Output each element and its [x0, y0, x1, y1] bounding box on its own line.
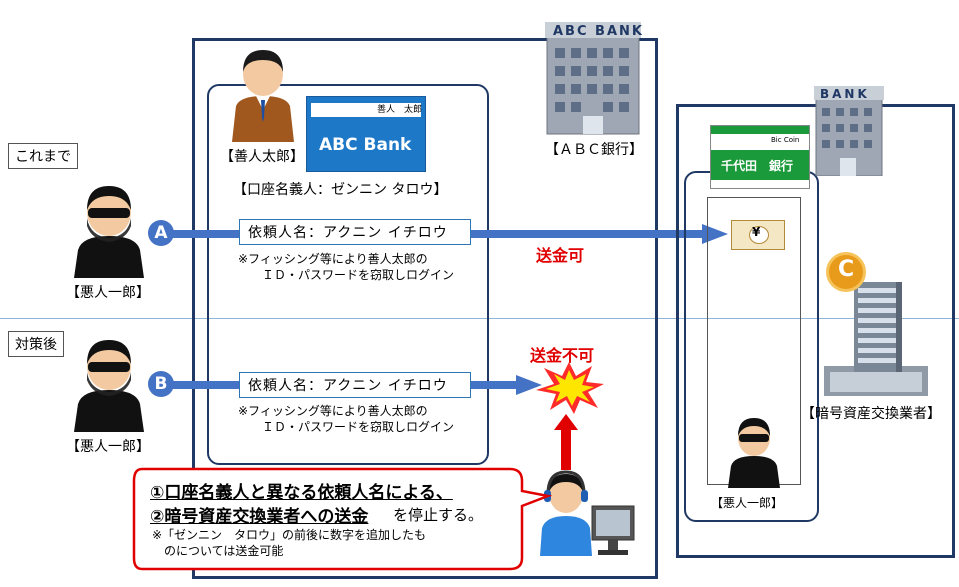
abc-bank-building-icon [545, 18, 641, 136]
route-b-marker: B [148, 371, 174, 397]
section-divider [0, 318, 959, 319]
callout-line2-emphasis: ②暗号資産交換業者への送金 [150, 507, 369, 527]
phishing-note-a-line2: ＩＤ・パスワードを窃取しログイン [262, 268, 455, 282]
callout-note-line1: ※「ゼンニン タロウ」の前後に数字を追加したも [152, 528, 427, 542]
villain-bottom-icon [72, 334, 146, 432]
chiyoda-bank-card: Bic Coin 千代田 銀行 [710, 125, 810, 189]
villain-exchanger-caption: 【悪人一郎】 [711, 496, 784, 510]
callout-line1: ①口座名義人と異なる依頼人名による、 [150, 483, 453, 503]
abc-bank-sign: ABC BANK [553, 24, 644, 39]
abc-bank-caption: 【ＡＢＣ銀行】 [545, 142, 643, 158]
villain-top-caption: 【悪人一郎】 [66, 285, 150, 301]
exchanger-caption: 【暗号資産交換業者】 [801, 406, 941, 422]
stop-arrow-up [554, 414, 578, 470]
transfer-ok-label: 送金可 [536, 246, 585, 265]
phishing-note-b-line2: ＩＤ・パスワードを窃取しログイン [262, 420, 455, 434]
transfer-blocked-label: 送金不可 [530, 346, 595, 365]
zennin-caption: 【善人太郎】 [220, 149, 304, 165]
after-label: 対策後 [8, 331, 64, 357]
villain-top-icon [72, 180, 146, 278]
phishing-note-a-line1: ※フィッシング等により善人太郎の [238, 252, 428, 266]
card-brand: ABC Bank [319, 135, 412, 155]
chiyoda-card-top-text: Bic Coin [771, 136, 800, 144]
callout-line2-rest: を停止する。 [393, 506, 484, 524]
requester-name-b: 依頼人名：アクニン イチロウ [239, 372, 471, 398]
villain-exchanger-icon [726, 414, 782, 488]
chiyoda-card-band [711, 150, 809, 180]
bank2-sign: BANK [820, 87, 870, 101]
abc-bank-frame [192, 38, 658, 579]
route-a-marker: A [148, 220, 174, 246]
villain-bottom-caption: 【悪人一郎】 [66, 439, 150, 455]
account-holder-label: 【口座名義人：ゼンニン タロウ】 [233, 182, 448, 198]
callout-note-line2: のについては送金可能 [164, 544, 284, 558]
exchanger-tower-icon [824, 254, 928, 396]
coin-symbol: C [838, 257, 855, 282]
phishing-note-b-line1: ※フィッシング等により善人太郎の [238, 404, 428, 418]
yen-icon: ¥ [752, 225, 761, 239]
chiyoda-card-stripe [711, 126, 809, 134]
card-holder-name: 善人 太郎 [377, 105, 423, 115]
requester-name-a: 依頼人名：アクニン イチロウ [239, 219, 471, 245]
yen-seal [749, 226, 769, 244]
account-frame [207, 84, 489, 465]
bank2-building-icon [814, 84, 884, 177]
policy-callout [132, 466, 552, 572]
chiyoda-card-name: 千代田 銀行 [721, 159, 794, 173]
operator-icon [540, 470, 636, 556]
card-name-strip [311, 103, 421, 117]
yen-banknote: ¥ [731, 220, 785, 250]
abc-bank-card: 善人 太郎 ABC Bank [306, 96, 426, 172]
bitcoin-coin-icon [826, 252, 866, 292]
zennin-person-icon [228, 44, 298, 142]
block-burst-icon [534, 362, 604, 414]
before-label: これまで [8, 143, 78, 169]
